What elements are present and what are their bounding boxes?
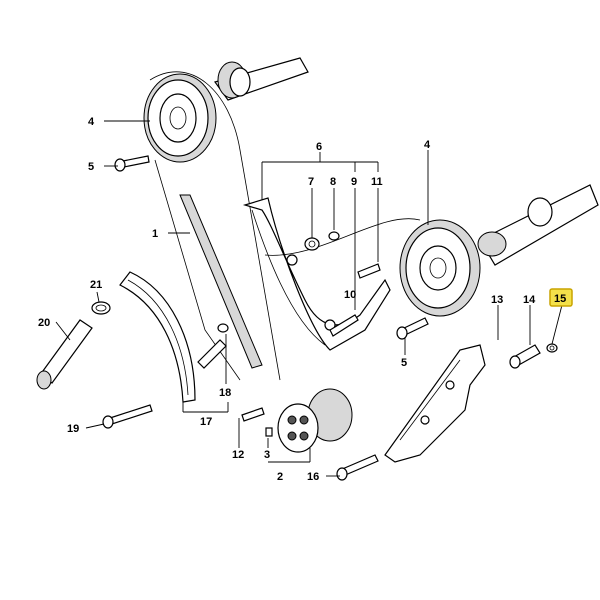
label-5-right[interactable]: 5	[401, 357, 407, 369]
pin-14[interactable]	[509, 344, 541, 369]
label-18[interactable]: 18	[219, 387, 231, 399]
label-4-right[interactable]: 4	[424, 139, 431, 151]
bolt-12[interactable]	[241, 407, 265, 422]
label-21[interactable]: 21	[90, 279, 102, 291]
selected-part-highlight	[549, 288, 573, 307]
bolt-5-right[interactable]	[396, 317, 429, 340]
label-7[interactable]: 7	[308, 176, 314, 188]
ring-15[interactable]	[546, 343, 558, 353]
guide-rail-13[interactable]	[384, 344, 486, 463]
key-3[interactable]	[265, 427, 273, 437]
label-17[interactable]: 17	[200, 416, 212, 428]
label-20[interactable]: 20	[38, 317, 50, 329]
camshaft-top	[214, 57, 309, 101]
bolt-19[interactable]	[102, 404, 153, 429]
label-15[interactable]: 15	[554, 293, 566, 305]
leader-lines	[55, 120, 563, 477]
label-3[interactable]: 3	[264, 449, 270, 461]
timing-chain[interactable]	[149, 71, 421, 381]
label-9[interactable]: 9	[351, 176, 357, 188]
chain-tensioner-20[interactable]	[36, 319, 93, 390]
label-11[interactable]: 11	[371, 176, 383, 188]
tensioner-shoe-17[interactable]	[119, 271, 196, 403]
sprocket-top-left[interactable]	[143, 73, 217, 163]
bolt-9[interactable]	[329, 314, 359, 337]
bolt-5-left[interactable]	[114, 155, 150, 172]
washer-7[interactable]	[304, 237, 320, 251]
camshaft-right	[477, 184, 599, 266]
label-2[interactable]: 2	[277, 471, 283, 483]
label-16[interactable]: 16	[307, 471, 319, 483]
bolt-11[interactable]	[357, 263, 381, 279]
label-1[interactable]: 1	[152, 228, 158, 240]
bolt-16[interactable]	[336, 454, 379, 481]
label-6[interactable]: 6	[316, 141, 322, 153]
label-8[interactable]: 8	[330, 176, 336, 188]
seal-8[interactable]	[328, 231, 340, 241]
crank-sprocket-2[interactable]	[277, 388, 353, 453]
label-5-left[interactable]: 5	[88, 161, 94, 173]
label-10[interactable]: 10	[344, 289, 356, 301]
bushing-18[interactable]	[197, 323, 229, 369]
label-4-top[interactable]: 4	[88, 116, 95, 128]
sprocket-right[interactable]	[399, 219, 481, 317]
seal-ring-21[interactable]	[91, 301, 111, 315]
label-13[interactable]: 13	[491, 294, 503, 306]
label-19[interactable]: 19	[67, 423, 79, 435]
label-14[interactable]: 14	[523, 294, 536, 306]
label-12[interactable]: 12	[232, 449, 244, 461]
